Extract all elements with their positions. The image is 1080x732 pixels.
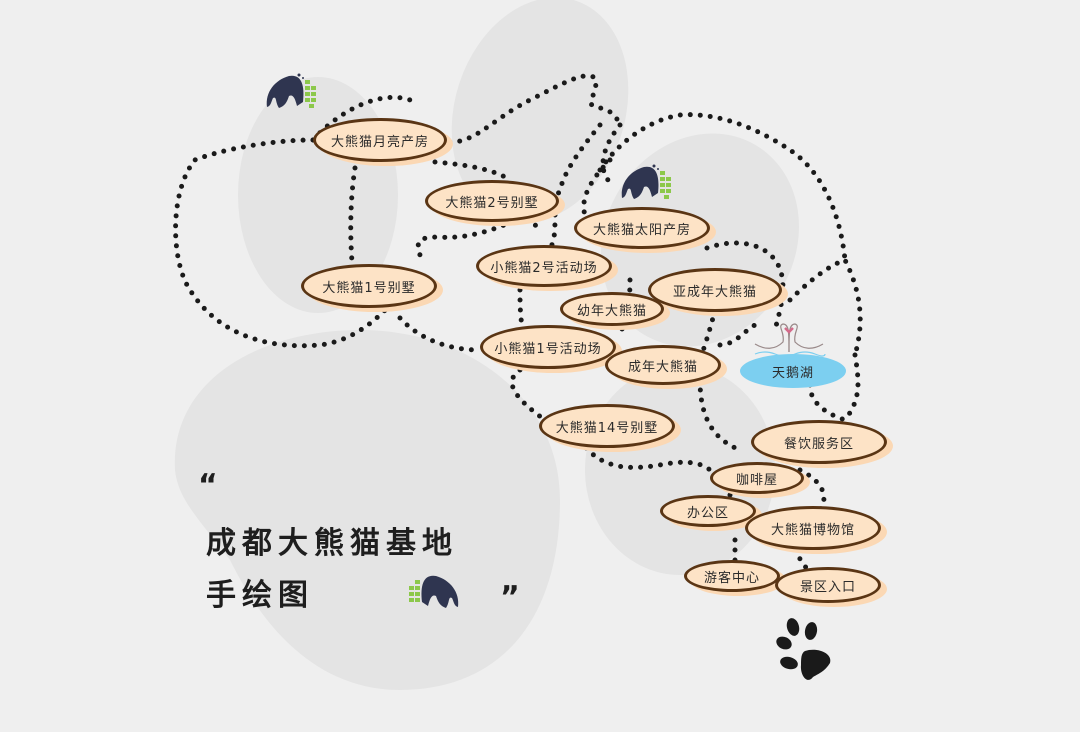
location-young-pandas[interactable]: 幼年大熊猫 (560, 292, 664, 326)
location-red-panda-area-1[interactable]: 小熊猫1号活动场 (480, 325, 616, 369)
title-line-2: 手绘图 (206, 578, 314, 613)
location-subadult-pandas[interactable]: 亚成年大熊猫 (648, 268, 782, 312)
location-office[interactable]: 办公区 (660, 495, 756, 527)
location-cafe[interactable]: 咖啡屋 (710, 462, 804, 494)
location-dining-area[interactable]: 餐饮服务区 (751, 420, 887, 464)
location-swan-lake[interactable]: 天鹅湖 (740, 354, 846, 388)
location-villa-1[interactable]: 大熊猫1号别墅 (301, 264, 437, 308)
location-villa-2[interactable]: 大熊猫2号别墅 (425, 180, 559, 222)
location-sun-birth-room[interactable]: 大熊猫太阳产房 (574, 207, 710, 249)
title-line-1: 成都大熊猫基地 (206, 526, 458, 561)
location-entrance[interactable]: 景区入口 (775, 567, 881, 603)
open-quote: “ (198, 468, 218, 503)
close-quote: ” (500, 580, 520, 615)
location-visitor-center[interactable]: 游客中心 (684, 560, 780, 592)
location-red-panda-area-2[interactable]: 小熊猫2号活动场 (476, 245, 612, 287)
location-moon-birth-room[interactable]: 大熊猫月亮产房 (313, 118, 447, 162)
location-adult-pandas[interactable]: 成年大熊猫 (605, 345, 721, 385)
location-villa-14[interactable]: 大熊猫14号别墅 (539, 404, 675, 448)
location-museum[interactable]: 大熊猫博物馆 (745, 506, 881, 550)
